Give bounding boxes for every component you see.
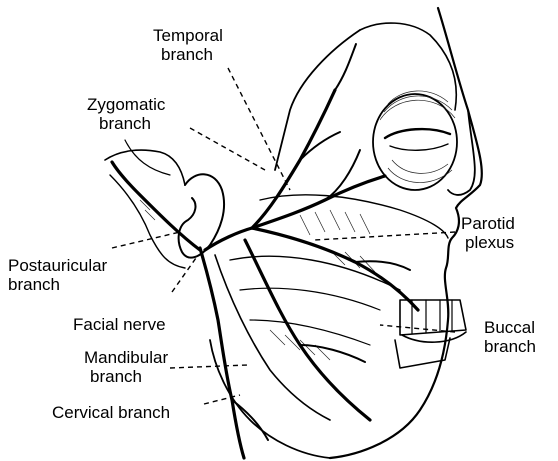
label-postauricular-branch: Postauricular branch (8, 256, 107, 294)
label-zygomatic-branch: Zygomatic branch (87, 95, 165, 133)
label-facial-nerve: Facial nerve (73, 315, 166, 334)
postauricular-leader (112, 232, 180, 248)
buccal-leader (380, 325, 455, 332)
label-temporal-branch: Temporal branch (153, 26, 223, 64)
temporal-leader (228, 68, 290, 190)
label-mandibular-branch: Mandibular branch (84, 348, 168, 386)
label-cervical-branch: Cervical branch (52, 403, 170, 422)
facial-nerve-leader (172, 258, 196, 292)
label-buccal-branch: Buccal branch (484, 318, 536, 356)
zygomatic-leader (190, 128, 265, 170)
parotid-leader (315, 232, 455, 240)
label-parotid-plexus: Parotid plexus (461, 214, 515, 252)
mandibular-leader (170, 365, 248, 368)
